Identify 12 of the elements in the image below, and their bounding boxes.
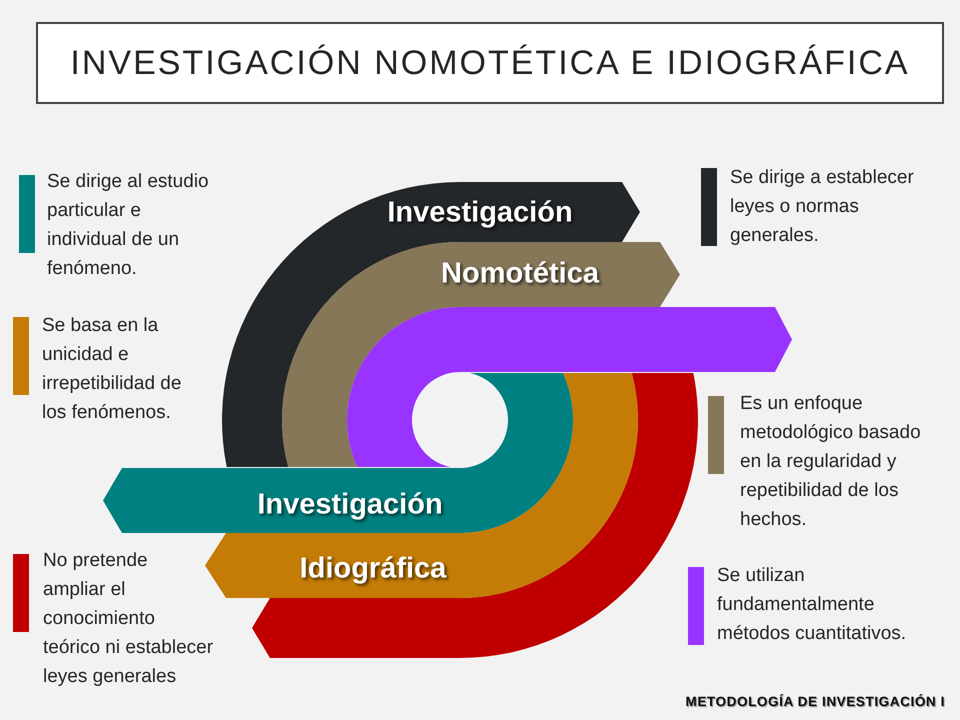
band-label: Investigación: [257, 490, 443, 520]
description-text: Se basa en la unicidad e irrepetibilidad de los fenómenos.: [42, 314, 182, 425]
description-text: Es un enfoque metodológico basado en la regularidad y repetibilidad de los hechos.: [740, 392, 922, 532]
description-text: Se dirige al estudio particular e individual de un fenómeno.: [47, 170, 209, 281]
description-text: Se dirige a establecer leyes o normas generales.: [730, 166, 915, 248]
title: INVESTIGACIÓN NOMOTÉTICA E IDIOGRÁFICA: [36, 22, 944, 104]
band-label: Investigación: [387, 198, 573, 228]
band-label: Idiográfica: [300, 554, 446, 584]
description-text: Se utilizan fundamentalmente métodos cuantitativos.: [717, 564, 908, 646]
band-label: Nomotética: [441, 260, 599, 288]
description-text: No pretende ampliar el conocimiento teórico ni establecer leyes generales: [43, 549, 214, 689]
footer-text: METODOLOGÍA DE INVESTIGACIÓN I: [685, 694, 945, 709]
